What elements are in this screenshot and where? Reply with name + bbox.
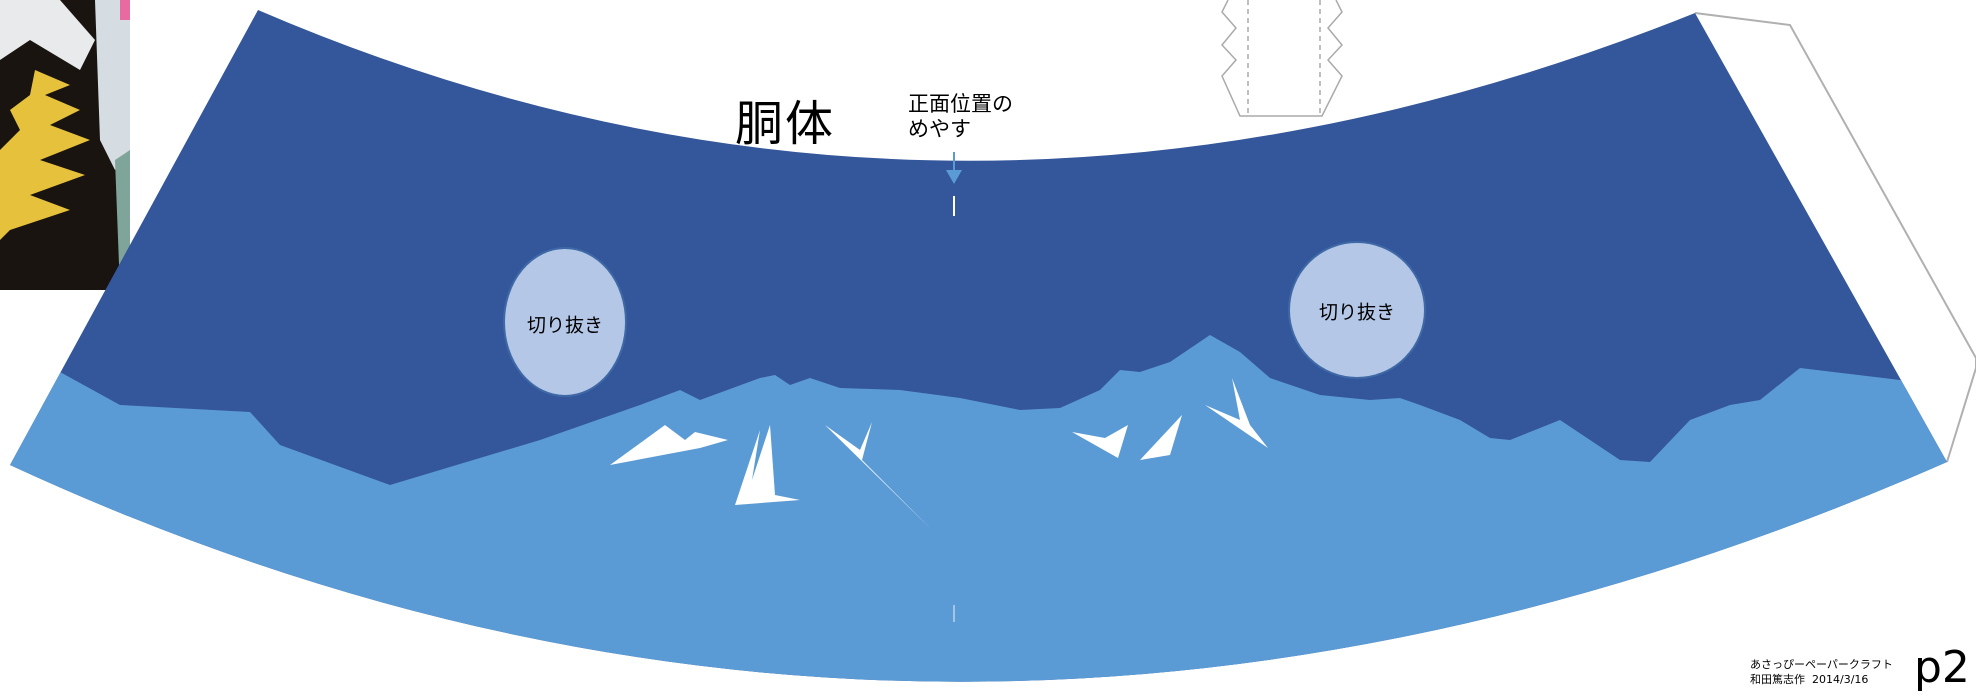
footer-date: 2014/3/16 <box>1812 673 1869 686</box>
snow-patches <box>610 378 1268 528</box>
footer-credit: あさっぴーペーパークラフト 和田篤志作 2014/3/16 <box>1750 657 1893 687</box>
part-title: 胴体 <box>735 96 836 152</box>
cutout-label-left: 切り抜き <box>526 314 604 337</box>
front-position-label: 正面位置の めやす <box>908 92 1013 142</box>
footer-author: 和田篤志作 <box>1750 673 1805 686</box>
front-position-label-line2: めやす <box>908 117 971 141</box>
front-guide-marker <box>946 152 962 622</box>
glue-tab-top <box>1221 0 1343 117</box>
glue-flap-right <box>1694 12 1976 463</box>
page-number: p2 <box>1914 642 1970 693</box>
footer-series: あさっぴーペーパークラフト <box>1750 658 1893 671</box>
cutout-circle-left <box>503 247 627 397</box>
reference-photo <box>0 0 168 290</box>
front-position-label-line1: 正面位置の <box>908 92 1013 116</box>
cutout-circle-right <box>1288 241 1426 379</box>
footer-author-date: 和田篤志作 2014/3/16 <box>1750 672 1893 687</box>
cutout-label-right: 切り抜き <box>1318 301 1396 324</box>
mountain-range <box>10 335 1947 682</box>
